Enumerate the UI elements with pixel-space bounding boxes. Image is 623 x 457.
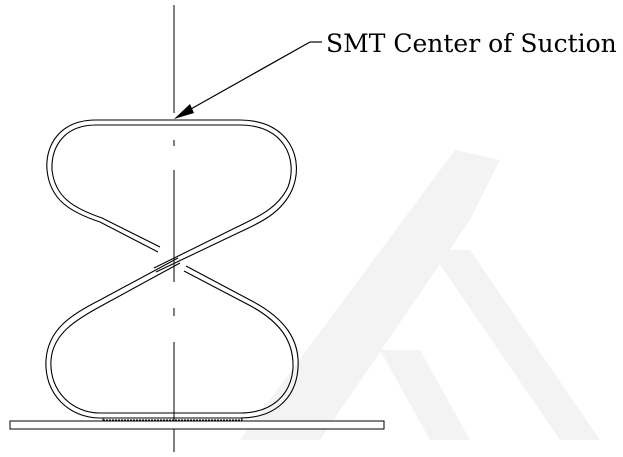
callout-leader [181, 41, 322, 115]
watermark-logo [240, 150, 600, 440]
callout-arrowhead [174, 104, 194, 119]
callout-label: SMT Center of Suction [326, 29, 617, 58]
pcb-board [9, 420, 385, 430]
spring-contact-outline [45, 119, 299, 419]
